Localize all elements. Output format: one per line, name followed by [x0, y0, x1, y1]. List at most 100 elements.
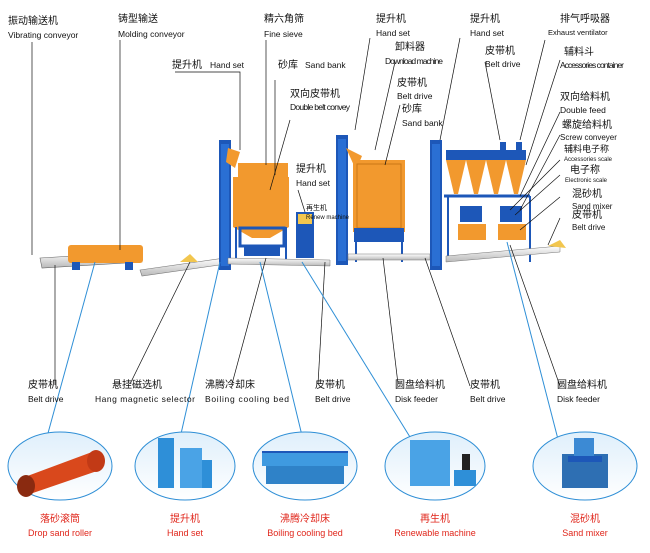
leader-lines: [31, 37, 561, 456]
photo-caption-cn: 混砂机: [570, 512, 600, 525]
label-belt-drive-b1: 皮带机 Belt drive: [28, 378, 64, 404]
bucket-elevator-2: [336, 135, 348, 265]
photo-drop-sand-roller: 落砂滚筒 Drop sand roller: [7, 431, 113, 538]
label-accessories-scale: 辅料电子称 Accessories scale: [564, 143, 613, 163]
svg-text:辅料电子称: 辅料电子称: [564, 143, 609, 154]
photo-sand-mixer: 混砂机 Sand mixer: [532, 431, 638, 538]
photo-panels: 落砂滚筒 Drop sand roller 提升机 Hand set 沸腾冷却床…: [7, 431, 638, 538]
photo-caption-cn: 落砂滚筒: [40, 512, 80, 525]
photo-caption-en: Drop sand roller: [28, 528, 92, 538]
boiling-cooling-bed-body: [244, 246, 280, 256]
svg-text:双向皮带机: 双向皮带机: [290, 87, 340, 100]
bottom-labels: 皮带机 Belt drive 悬挂磁选机 Hang magnetic selec…: [28, 378, 607, 404]
label-electronic-scale: 电子称 Electronic scale: [565, 163, 608, 184]
svg-text:Exhaust ventilator: Exhaust ventilator: [548, 28, 608, 37]
svg-text:皮带机: 皮带机: [397, 76, 427, 89]
svg-text:电子称: 电子称: [570, 163, 600, 176]
svg-text:Belt drive: Belt drive: [470, 394, 506, 404]
svg-text:Belt drive: Belt drive: [485, 59, 521, 69]
label-double-feed: 双向给料机 Double feed: [560, 90, 610, 115]
svg-text:铸型输送: 铸型输送: [118, 12, 158, 25]
svg-text:Hand set: Hand set: [296, 178, 331, 188]
vibrating-conveyor-body: [68, 245, 143, 263]
label-hand-set-3: 提升机 Hand set: [376, 12, 411, 38]
svg-text:卸料器: 卸料器: [395, 40, 425, 53]
svg-text:精六角筛: 精六角筛: [264, 12, 304, 25]
label-hand-set-2: 提升机 Hand set: [296, 162, 331, 188]
svg-text:Sand mixer: Sand mixer: [572, 202, 613, 211]
top-labels: 振动输送机 Vibrating conveyor 铸型输送 Molding co…: [8, 12, 624, 232]
svg-text:皮带机: 皮带机: [28, 378, 58, 391]
svg-text:Screw conveyer: Screw conveyer: [560, 133, 617, 142]
svg-text:提升机: 提升机: [376, 12, 406, 25]
svg-text:Hand set: Hand set: [470, 28, 505, 38]
svg-text:Boiling cooling bed: Boiling cooling bed: [205, 394, 289, 404]
photo-caption-en: Renewable machine: [394, 528, 476, 538]
label-disk-feeder-2: 圆盘给料机 Disk feeder: [557, 378, 607, 404]
svg-text:再生机: 再生机: [306, 203, 327, 212]
sand-bank-1-body: [233, 177, 289, 227]
svg-text:皮带机: 皮带机: [315, 378, 345, 391]
label-renew-machine: 再生机 Renew machine: [306, 203, 350, 221]
photo-boiling-cooling-bed: 沸腾冷却床 Boiling cooling bed: [252, 431, 358, 538]
photo-caption-en: Sand mixer: [562, 528, 608, 538]
svg-text:排气呼吸器: 排气呼吸器: [560, 12, 610, 25]
accessories-container-body: [446, 160, 466, 194]
label-accessories-container: 辅料斗 Accessories container: [560, 45, 624, 70]
svg-text:沸腾冷却床: 沸腾冷却床: [205, 378, 255, 391]
svg-text:Double belt convey: Double belt convey: [290, 102, 351, 112]
label-sand-mixer-top: 混砂机 Sand mixer: [572, 187, 613, 211]
svg-text:双向给料机: 双向给料机: [560, 90, 610, 103]
svg-text:Disk feeder: Disk feeder: [395, 394, 438, 404]
svg-text:Electronic scale: Electronic scale: [565, 178, 608, 184]
svg-text:混砂机: 混砂机: [572, 187, 602, 200]
svg-text:Sand bank: Sand bank: [305, 60, 346, 70]
svg-text:螺旋给料机: 螺旋给料机: [562, 118, 612, 131]
photo-renewable-machine: 再生机 Renewable machine: [384, 431, 486, 538]
svg-text:悬挂磁选机: 悬挂磁选机: [112, 378, 162, 391]
photo-caption-cn: 提升机: [170, 512, 200, 525]
svg-text:Belt drive: Belt drive: [572, 223, 606, 232]
svg-text:Belt drive: Belt drive: [315, 394, 351, 404]
svg-text:圆盘给料机: 圆盘给料机: [395, 378, 445, 391]
sand-bank-2-body: [353, 160, 405, 232]
bucket-elevator-3: [430, 140, 442, 270]
label-belt-drive-b2: 皮带机 Belt drive: [315, 378, 351, 404]
svg-text:Vibrating conveyor: Vibrating conveyor: [8, 30, 78, 40]
label-belt-drive-top-1: 皮带机 Belt drive: [397, 76, 433, 101]
sand-mixer-body: [458, 224, 486, 240]
svg-text:Accessories container: Accessories container: [560, 60, 624, 70]
label-exhaust-ventilator: 排气呼吸器 Exhaust ventilator: [548, 12, 610, 37]
svg-text:圆盘给料机: 圆盘给料机: [557, 378, 607, 391]
svg-text:Hand set: Hand set: [376, 28, 411, 38]
svg-text:提升机: 提升机: [470, 12, 500, 25]
svg-text:Renew machine: Renew machine: [306, 215, 350, 221]
label-belt-drive-top-3: 皮带机 Belt drive: [572, 208, 606, 232]
label-fine-sieve: 精六角筛 Fine sieve: [264, 12, 304, 39]
svg-text:Molding conveyor: Molding conveyor: [118, 29, 185, 39]
photo-caption-en: Hand set: [167, 528, 204, 538]
label-hand-set-1: 提升机 Hand set: [172, 58, 245, 71]
label-disk-feeder-1: 圆盘给料机 Disk feeder: [395, 378, 445, 404]
svg-text:辅料斗: 辅料斗: [564, 45, 594, 58]
photo-hand-set: 提升机 Hand set: [134, 431, 236, 538]
svg-text:Accessories scale: Accessories scale: [564, 157, 613, 163]
svg-text:Sand bank: Sand bank: [402, 118, 443, 128]
svg-text:Belt drive: Belt drive: [397, 91, 433, 101]
label-belt-drive-top-2: 皮带机 Belt drive: [485, 44, 521, 69]
label-download-machine: 卸料器 Download machine: [385, 40, 443, 66]
photo-caption-cn: 再生机: [420, 512, 450, 525]
svg-text:Download machine: Download machine: [385, 56, 443, 66]
label-hand-set-4: 提升机 Hand set: [470, 12, 505, 38]
svg-text:Fine sieve: Fine sieve: [264, 29, 303, 39]
svg-text:Hand set: Hand set: [210, 60, 245, 70]
label-screw-conveyer: 螺旋给料机 Screw conveyer: [560, 118, 617, 142]
label-sand-bank-2: 砂库 Sand bank: [402, 102, 443, 128]
svg-text:砂库: 砂库: [278, 58, 298, 71]
photo-caption-en: Boiling cooling bed: [267, 528, 343, 538]
svg-text:皮带机: 皮带机: [572, 208, 602, 221]
svg-text:振动输送机: 振动输送机: [8, 14, 58, 27]
label-sand-bank-1: 砂库 Sand bank: [278, 58, 346, 71]
